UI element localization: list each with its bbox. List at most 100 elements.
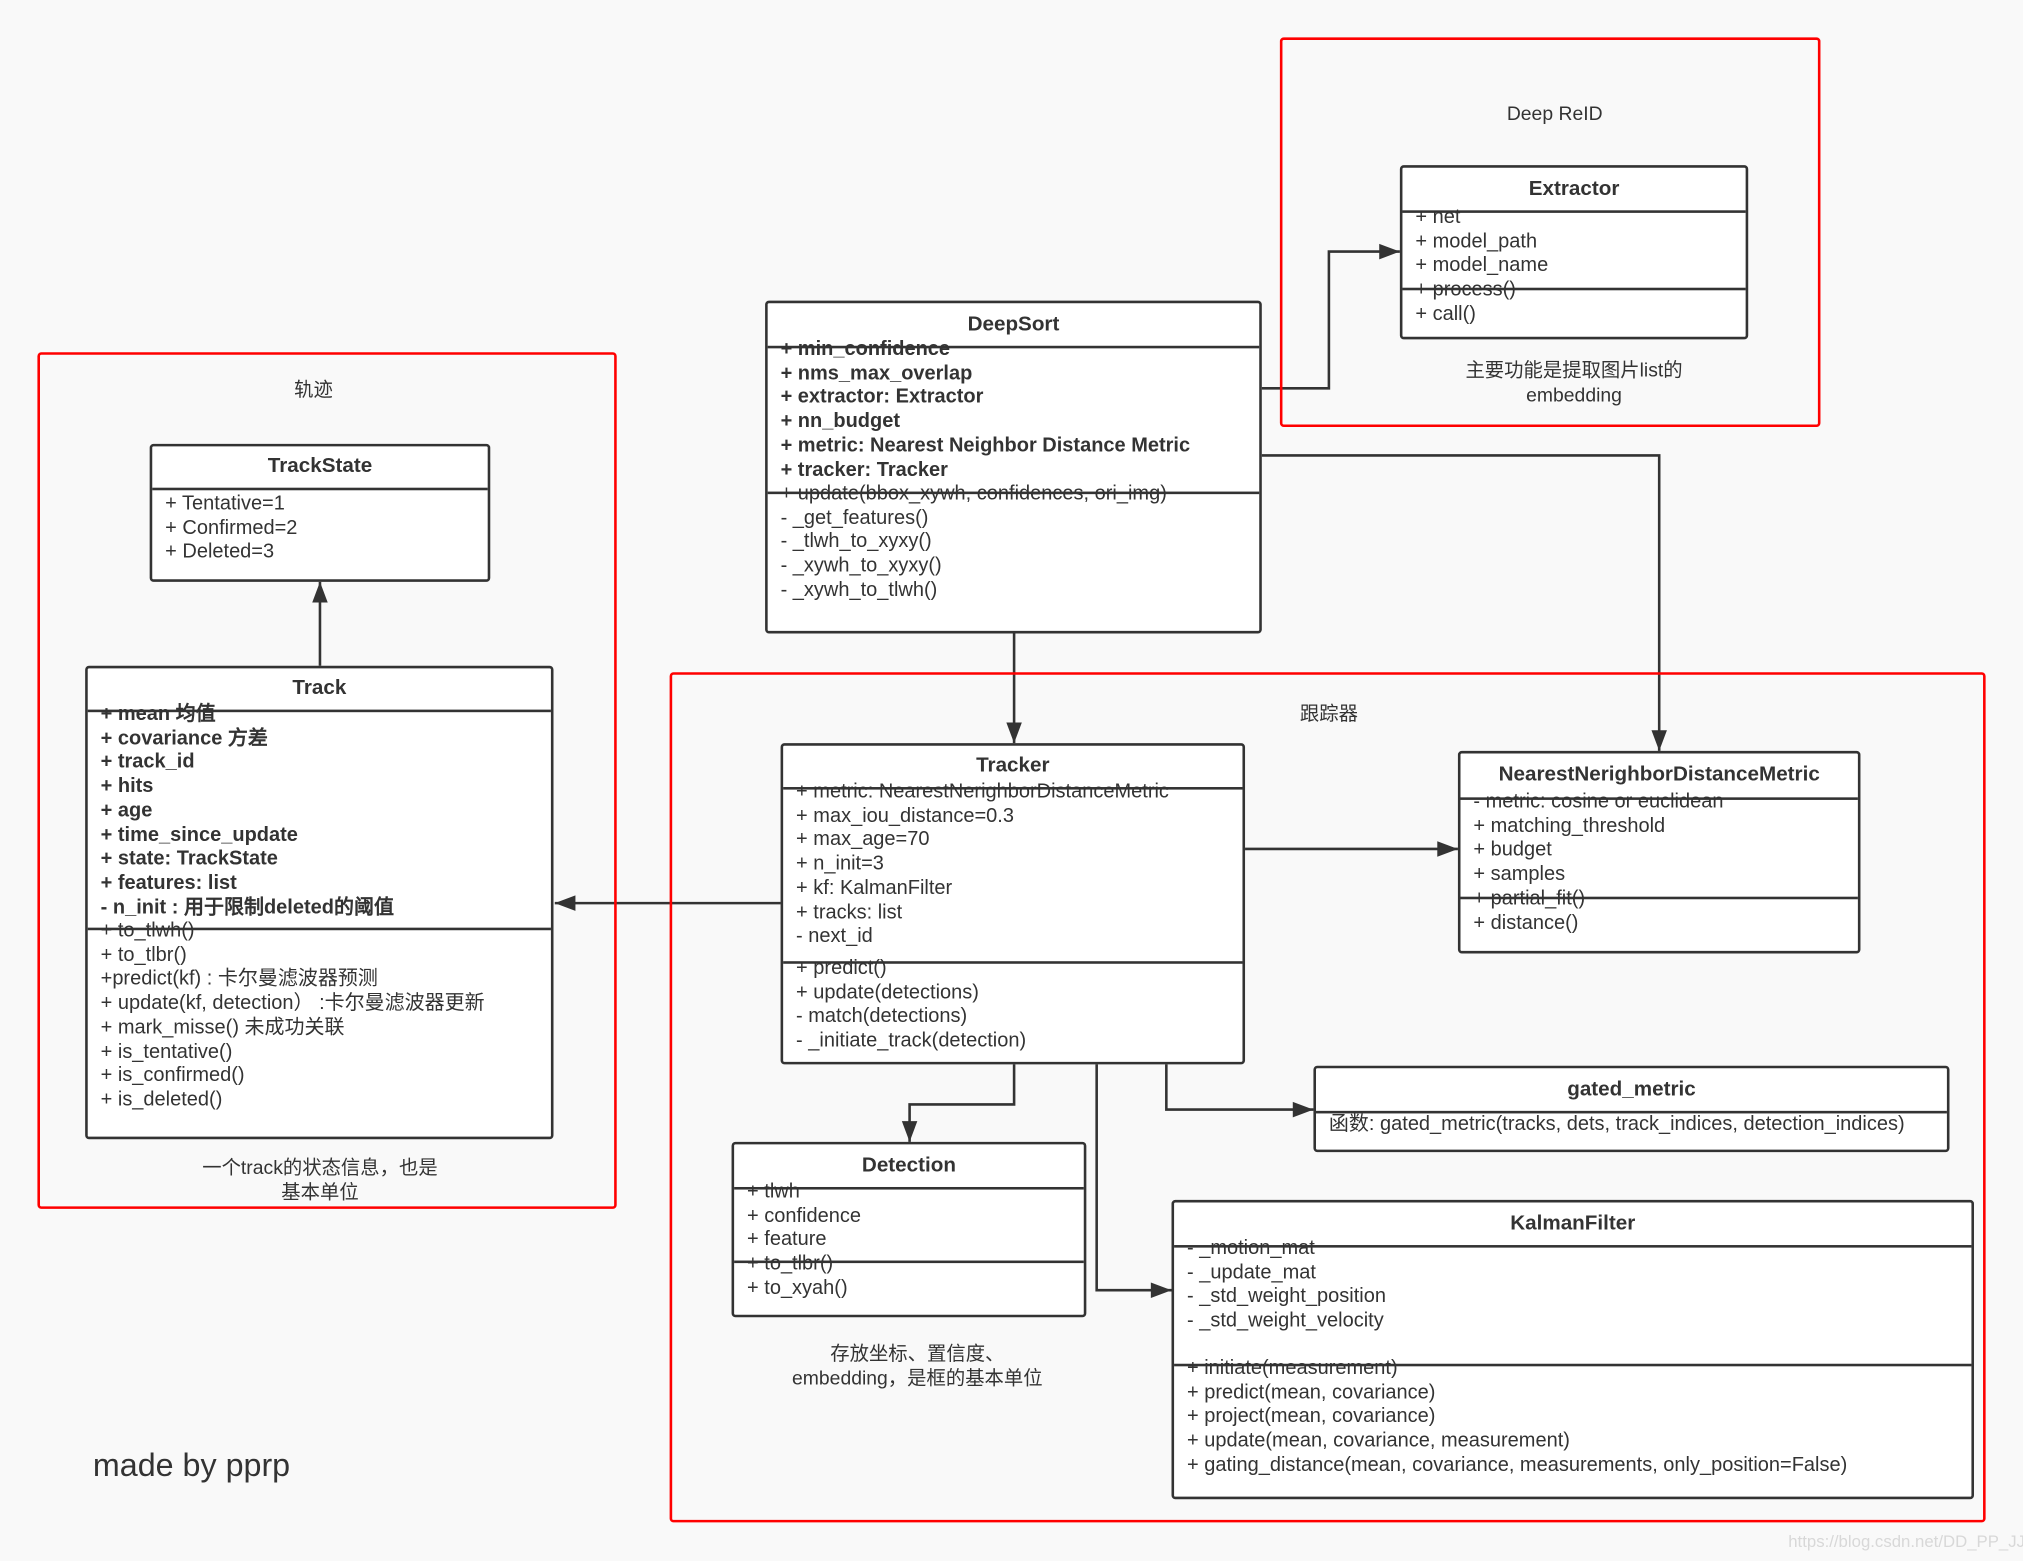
- method: - _xywh_to_xyxy(): [780, 554, 942, 577]
- attributes: - _motion_mat- _update_mat- _std_weight_…: [1187, 1237, 1966, 1334]
- method: + distance(): [1473, 911, 1579, 934]
- caption-line: 主要功能是提取图片list的: [1465, 359, 1683, 382]
- method: + call(): [1415, 302, 1476, 325]
- caption-line: 存放坐标、置信度、: [830, 1343, 1005, 1366]
- link-deepsort-to-extractor: [1261, 243, 1400, 390]
- caption-line: 一个track的状态信息，也是: [202, 1157, 438, 1180]
- attribute: + Confirmed=2: [165, 516, 298, 539]
- attributes: 函数: gated_metric(tracks, dets, track_ind…: [1329, 1113, 1942, 1137]
- arrowhead-icon: [1379, 243, 1400, 260]
- attribute: + covariance 方差: [100, 727, 268, 750]
- link-tracker-to-track: [554, 895, 781, 911]
- class-tracker[interactable]: Tracker+ metric: NearestNerighborDistanc…: [780, 743, 1246, 1065]
- attribute: + mean 均值: [100, 703, 216, 726]
- class-title: Detection: [734, 1144, 1084, 1190]
- attribute: + nms_max_overlap: [780, 362, 973, 385]
- methods: + to_tlbr()+ to_xyah(): [747, 1253, 1079, 1301]
- attribute: + samples: [1473, 863, 1566, 886]
- class-track[interactable]: Track+ mean 均值+ covariance 方差+ track_id+…: [85, 665, 554, 1140]
- author-credit: made by pprp: [92, 1447, 291, 1484]
- link-tracker-to-nndm: [1245, 841, 1458, 857]
- methods: + to_tlwh()+ to_tlbr()+predict(kf) : 卡尔曼…: [101, 920, 546, 1113]
- method: + initiate(measurement): [1186, 1357, 1398, 1380]
- methods: + update(bbox_xywh, confidences, ori_img…: [781, 483, 1255, 604]
- methods: + partial_fit()+ distance(): [1473, 888, 1852, 936]
- attribute: - next_id: [796, 925, 873, 948]
- class-detection[interactable]: Detection+ tlwh+ confidence+ feature+ to…: [731, 1141, 1087, 1318]
- link-tracker-to-detection: [901, 1064, 1016, 1142]
- method: + to_tlbr(): [747, 1252, 834, 1275]
- attribute: + max_iou_distance=0.3: [796, 804, 1014, 827]
- caption-line: embedding: [1526, 384, 1622, 407]
- methods: + predict()+ update(detections)- match(d…: [796, 957, 1237, 1054]
- attribute: + n_init=3: [796, 852, 884, 875]
- attribute: - metric: cosine or euclidean: [1473, 790, 1724, 813]
- class-title: NearestNerighborDistanceMetric: [1460, 753, 1858, 800]
- attribute: + budget: [1473, 839, 1552, 862]
- class-title: Track: [87, 668, 551, 713]
- divider: [734, 1260, 1084, 1264]
- class-kalman[interactable]: KalmanFilter- _motion_mat- _update_mat- …: [1171, 1199, 1975, 1500]
- attribute: + tracker: Tracker: [780, 458, 948, 481]
- attributes: - metric: cosine or euclidean+ matching_…: [1473, 791, 1852, 888]
- attribute: - _std_weight_position: [1186, 1285, 1386, 1308]
- attributes: + mean 均值+ covariance 方差+ track_id+ hits…: [101, 703, 546, 920]
- attributes: + tlwh+ confidence+ feature: [747, 1181, 1079, 1253]
- method: - _tlwh_to_xyxy(): [780, 530, 932, 553]
- link-tracker-to-gated: [1165, 1064, 1314, 1118]
- arrowhead-icon: [1006, 722, 1022, 744]
- method: + mark_misse() 未成功关联: [100, 1016, 345, 1039]
- attribute: - n_init : 用于限制deleted的阈值: [100, 896, 394, 919]
- attribute: 函数: gated_metric(tracks, dets, track_ind…: [1328, 1113, 1905, 1136]
- arrowhead-icon: [1292, 1101, 1314, 1118]
- method: + to_xyah(): [747, 1276, 848, 1299]
- arrowhead-icon: [312, 581, 328, 603]
- group-title: Deep ReID: [1506, 103, 1603, 126]
- class-extractor[interactable]: Extractor+ net+ model_path+ model_name+ …: [1399, 165, 1749, 340]
- method: + partial_fit(): [1473, 887, 1586, 910]
- attribute: + feature: [747, 1228, 827, 1251]
- method: + is_deleted(): [100, 1088, 223, 1111]
- watermark: https://blog.csdn.net/DD_PP_JJ: [1788, 1531, 2023, 1551]
- method: + process(): [1415, 278, 1516, 301]
- attribute: + matching_threshold: [1473, 815, 1666, 837]
- attribute: + time_since_update: [100, 823, 298, 846]
- attributes: + metric: NearestNerighborDistanceMetric…: [796, 781, 1237, 950]
- method: +predict(kf) : 卡尔曼滤波器预测: [100, 968, 378, 991]
- attribute: + kf: KalmanFilter: [796, 877, 953, 900]
- arrowhead-icon: [1651, 730, 1667, 751]
- arrowhead-icon: [1150, 1282, 1172, 1298]
- attribute: + Tentative=1: [165, 492, 285, 515]
- attribute: + net: [1415, 206, 1461, 229]
- class-trackstate[interactable]: TrackState+ Tentative=1+ Confirmed=2+ De…: [149, 443, 491, 582]
- group-title: 跟踪器: [1299, 703, 1358, 726]
- group-track: [37, 352, 617, 1209]
- attribute: + state: TrackState: [100, 847, 278, 870]
- class-deepsort[interactable]: DeepSort+ min_confidence+ nms_max_overla…: [765, 300, 1262, 634]
- method: - _xywh_to_tlwh(): [780, 579, 938, 601]
- link-deepsort-to-nndm: [1261, 454, 1667, 751]
- method: + update(mean, covariance, measurement): [1186, 1429, 1570, 1452]
- divider: [1402, 287, 1746, 291]
- method: + to_tlbr(): [100, 944, 187, 966]
- link-track-to-trackstate: [312, 581, 328, 666]
- divider: [1174, 1363, 1972, 1367]
- attribute: + tlwh: [747, 1180, 800, 1203]
- group-reid: [1279, 37, 1821, 428]
- method: + gating_distance(mean, covariance, meas…: [1186, 1453, 1848, 1476]
- class-title: TrackState: [152, 446, 488, 491]
- attribute: + Deleted=3: [165, 541, 275, 564]
- divider: [783, 961, 1243, 964]
- methods: + initiate(measurement)+ predict(mean, c…: [1187, 1357, 1966, 1478]
- attribute: + hits: [100, 775, 154, 798]
- class-title: Extractor: [1402, 168, 1746, 213]
- method: + to_tlwh(): [100, 919, 195, 942]
- attribute: + features: list: [100, 872, 237, 895]
- methods: + process()+ call(): [1415, 279, 1740, 327]
- class-nndm[interactable]: NearestNerighborDistanceMetric- metric: …: [1457, 750, 1861, 954]
- class-title: KalmanFilter: [1174, 1202, 1972, 1248]
- attributes: + Tentative=1+ Confirmed=2+ Deleted=3: [165, 493, 482, 565]
